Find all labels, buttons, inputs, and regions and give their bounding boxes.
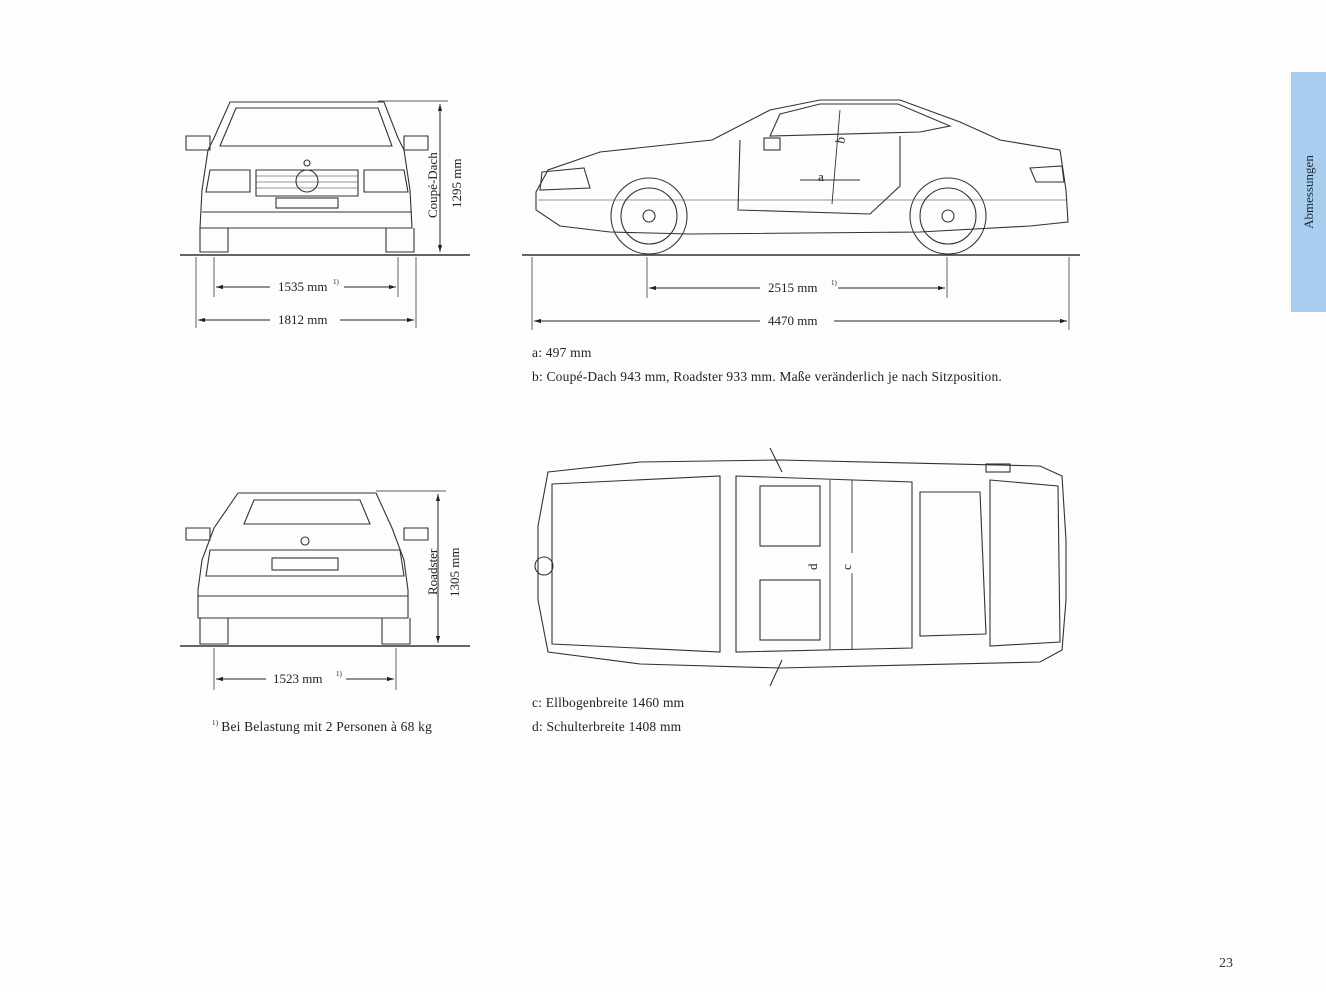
note-c: c: Ellbogenbreite 1460 mm [532,695,685,710]
rear-track-dimension [213,648,397,690]
side-label-b: b [832,136,848,145]
note-d: d: Schulterbreite 1408 mm [532,719,682,734]
front-track-note-mark: 1) [333,278,340,286]
rear-view-drawing [180,492,470,647]
front-track-dimension [195,257,417,328]
front-height-dimension [378,100,448,252]
footnote-mark: 1) [212,719,219,727]
side-wheelbase-value: 2515 mm [768,280,817,295]
side-length-value: 4470 mm [768,313,817,328]
side-wheelbase-note-mark: 1) [831,279,838,287]
note-b: b: Coupé-Dach 943 mm, Roadster 933 mm. M… [532,369,1002,384]
front-width-value: 1812 mm [278,312,327,327]
rear-track-value: 1523 mm [273,671,322,686]
side-label-a: a [818,169,824,184]
page-number: 23 [1219,956,1233,971]
section-tab: Abmessungen [1291,72,1326,312]
front-track-value: 1535 mm [278,279,327,294]
side-wheelbase-dimension [531,257,1070,330]
front-height-label: Coupé-Dach [425,152,440,218]
top-label-c: c [839,564,854,570]
footnote-text: Bei Belastung mit 2 Personen à 68 kg [221,719,433,734]
rear-height-label: Roadster [425,548,440,595]
rear-height-dimension [376,490,446,643]
side-view-drawing [522,99,1080,256]
front-view-drawing [180,101,470,256]
rear-track-note-mark: 1) [336,670,343,678]
front-height-value: 1295 mm [449,159,464,208]
section-tab-label: Abmessungen [1300,155,1316,229]
rear-height-value: 1305 mm [447,548,462,597]
footnote: 1)Bei Belastung mit 2 Personen à 68 kg [212,719,432,735]
note-a: a: 497 mm [532,345,592,360]
top-label-d: d [805,563,820,570]
top-view-drawing [534,447,1067,687]
